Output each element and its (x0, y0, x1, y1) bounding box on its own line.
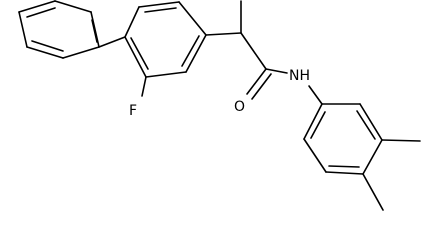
fluorophenyl-ring (124, 1, 207, 78)
carbon-fluorine-bond (141, 76, 147, 97)
methyl-bond-3 (381, 139, 421, 142)
propanamide-chain (205, 0, 288, 100)
skeletal-formula: F O NH (18, 0, 421, 211)
nitrogen-aryl-bond (308, 85, 323, 105)
methyl-bond-4 (362, 173, 384, 211)
dimethylphenyl-ring (303, 103, 383, 175)
molecule-canvas: F O NH (18, 0, 421, 211)
oxygen-label: O (234, 99, 245, 115)
fluorine-label: F (129, 103, 137, 119)
amide-nh-label: NH (289, 68, 310, 84)
phenyl-ring (18, 0, 100, 59)
biphenyl-bond (98, 36, 126, 48)
